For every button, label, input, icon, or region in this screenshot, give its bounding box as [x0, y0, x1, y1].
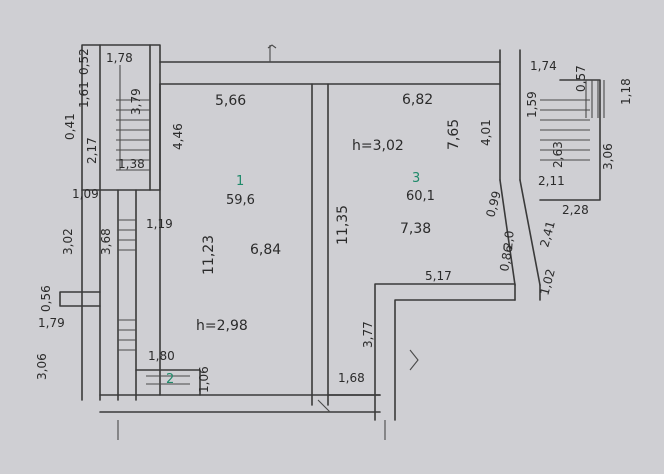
dim-stair-1-61: 1,61	[77, 81, 91, 108]
dim-bottom-1-68: 1,68	[338, 371, 365, 385]
dim-stair-4-46: 4,46	[171, 123, 185, 150]
room-3-number: 3	[412, 171, 420, 186]
dim-wc-1-80: 1,80	[148, 349, 175, 363]
dim-stair-0-52: 0,52	[77, 48, 91, 75]
dim-right-0-99: 0,99	[483, 189, 503, 218]
dim-ext-5-17: 5,17	[425, 269, 452, 283]
room-2-number: 2	[166, 372, 174, 387]
dim-wall-length: 11,35	[335, 205, 351, 245]
dim-right-4-01: 4,01	[479, 119, 493, 146]
dim-corr-1-19: 1,19	[146, 217, 173, 231]
dim-top-room1: 5,66	[215, 93, 246, 109]
dim-wc-1-06: 1,06	[197, 366, 211, 393]
dim-right-2-0: 2,0	[501, 230, 517, 250]
dim-corr-3-68: 3,68	[99, 228, 113, 255]
room-1-height: h=2,98	[196, 318, 248, 334]
room-3-height: h=3,02	[352, 138, 404, 154]
dim-stair-1-38: 1,38	[118, 157, 145, 171]
room-1-area: 59,6	[226, 193, 255, 208]
dim-stair-3-79: 3,79	[129, 88, 143, 115]
dim-room3-width: 7,38	[400, 221, 431, 237]
dim-right-1-02: 1,02	[537, 267, 557, 296]
dim-stair-0-41: 0,41	[63, 113, 77, 140]
dim-right-2-41: 2,41	[537, 219, 557, 248]
dim-porch-1-79: 1,79	[38, 316, 65, 330]
dim-right-2-11: 2,11	[538, 174, 565, 188]
dim-top-room3: 6,82	[402, 92, 433, 108]
dim-right-2-63: 2,63	[551, 141, 565, 168]
dim-corr-1-09: 1,09	[72, 187, 99, 201]
dim-right-0-86: 0,86	[497, 244, 515, 273]
dim-right-0-57: 0,57	[574, 65, 588, 92]
dim-right-1-74: 1,74	[530, 59, 557, 73]
dim-stair-2-17: 2,17	[85, 137, 99, 164]
plan-walls	[59, 44, 605, 440]
dim-porch-0-56: 0,56	[39, 285, 53, 312]
dim-right-1-18: 1,18	[619, 78, 633, 105]
dim-stair-top-w: 1,78	[106, 51, 133, 65]
dim-room1-length: 11,23	[201, 235, 217, 275]
dim-corr-3-02: 3,02	[61, 228, 75, 255]
dim-room3-length: 7,65	[446, 119, 462, 150]
room-1-number: 1	[236, 174, 244, 189]
dim-room1-width: 6,84	[250, 242, 281, 258]
dim-right-1-59: 1,59	[525, 91, 539, 118]
dim-right-3-06: 3,06	[601, 143, 615, 170]
dim-ext-3-77: 3,77	[361, 321, 375, 348]
dim-right-2-28: 2,28	[562, 203, 589, 217]
room-3-area: 60,1	[406, 189, 435, 204]
dim-left-3-06: 3,06	[35, 353, 49, 380]
